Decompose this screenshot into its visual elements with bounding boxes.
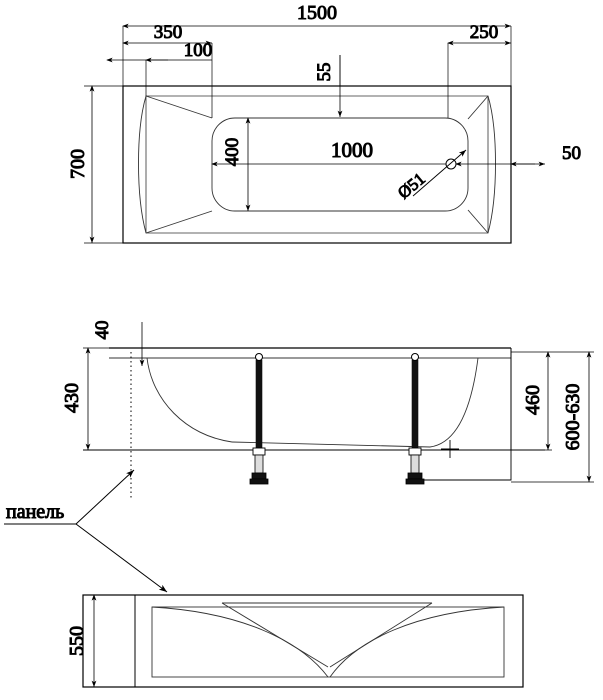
panel-decor-arc-right bbox=[329, 606, 505, 678]
support-leg-right bbox=[405, 353, 425, 485]
panel-label: панель bbox=[6, 501, 64, 523]
dim-label-400: 400 bbox=[222, 138, 243, 167]
panel-callout-group: панель bbox=[4, 469, 168, 593]
plan-left-slope-curve bbox=[138, 95, 147, 234]
dim-label-350: 350 bbox=[154, 22, 183, 43]
plan-left-slope-upper-edge bbox=[145, 95, 213, 119]
side-skirt-outline bbox=[414, 450, 512, 481]
plan-view-group: Ø51 1500 350 250 100 55 700 400 bbox=[67, 2, 582, 244]
support-leg-left bbox=[249, 353, 269, 485]
side-inner-floor bbox=[231, 441, 431, 448]
dim-label-40: 40 bbox=[92, 321, 113, 340]
panel-leader-down bbox=[75, 523, 168, 593]
dim-label-1000: 1000 bbox=[331, 138, 373, 162]
plan-right-slope-upper-edge bbox=[467, 95, 489, 120]
dim-label-600-630: 600-630 bbox=[562, 384, 584, 451]
dim-label-1500: 1500 bbox=[297, 2, 337, 24]
panel-leader-up bbox=[75, 469, 135, 525]
dim-label-50: 50 bbox=[562, 143, 581, 164]
plan-drain-leader bbox=[412, 149, 467, 197]
side-inner-left-curve bbox=[146, 357, 233, 443]
side-elevation-group: 40 430 460 600-630 bbox=[61, 320, 594, 500]
dim-label-430: 430 bbox=[61, 383, 83, 413]
panel-decor-v-right bbox=[329, 602, 433, 668]
dim-label-100: 100 bbox=[184, 40, 213, 61]
side-drain-marker bbox=[441, 440, 459, 458]
side-inner-right-curve bbox=[429, 357, 479, 448]
plan-left-slope-lower-edge bbox=[145, 210, 213, 234]
panel-decor-arc-left bbox=[151, 606, 329, 678]
dim-label-55: 55 bbox=[314, 63, 335, 82]
panel-decor-v-left bbox=[221, 602, 329, 668]
front-panel-view-group: 550 bbox=[66, 594, 524, 688]
dim-label-550: 550 bbox=[66, 626, 88, 656]
dim-label-250: 250 bbox=[470, 22, 499, 43]
plan-right-slope-lower-edge bbox=[467, 209, 489, 234]
dim-label-700: 700 bbox=[67, 149, 89, 179]
panel-outer-frame bbox=[82, 594, 524, 688]
dim-label-460: 460 bbox=[522, 385, 544, 415]
